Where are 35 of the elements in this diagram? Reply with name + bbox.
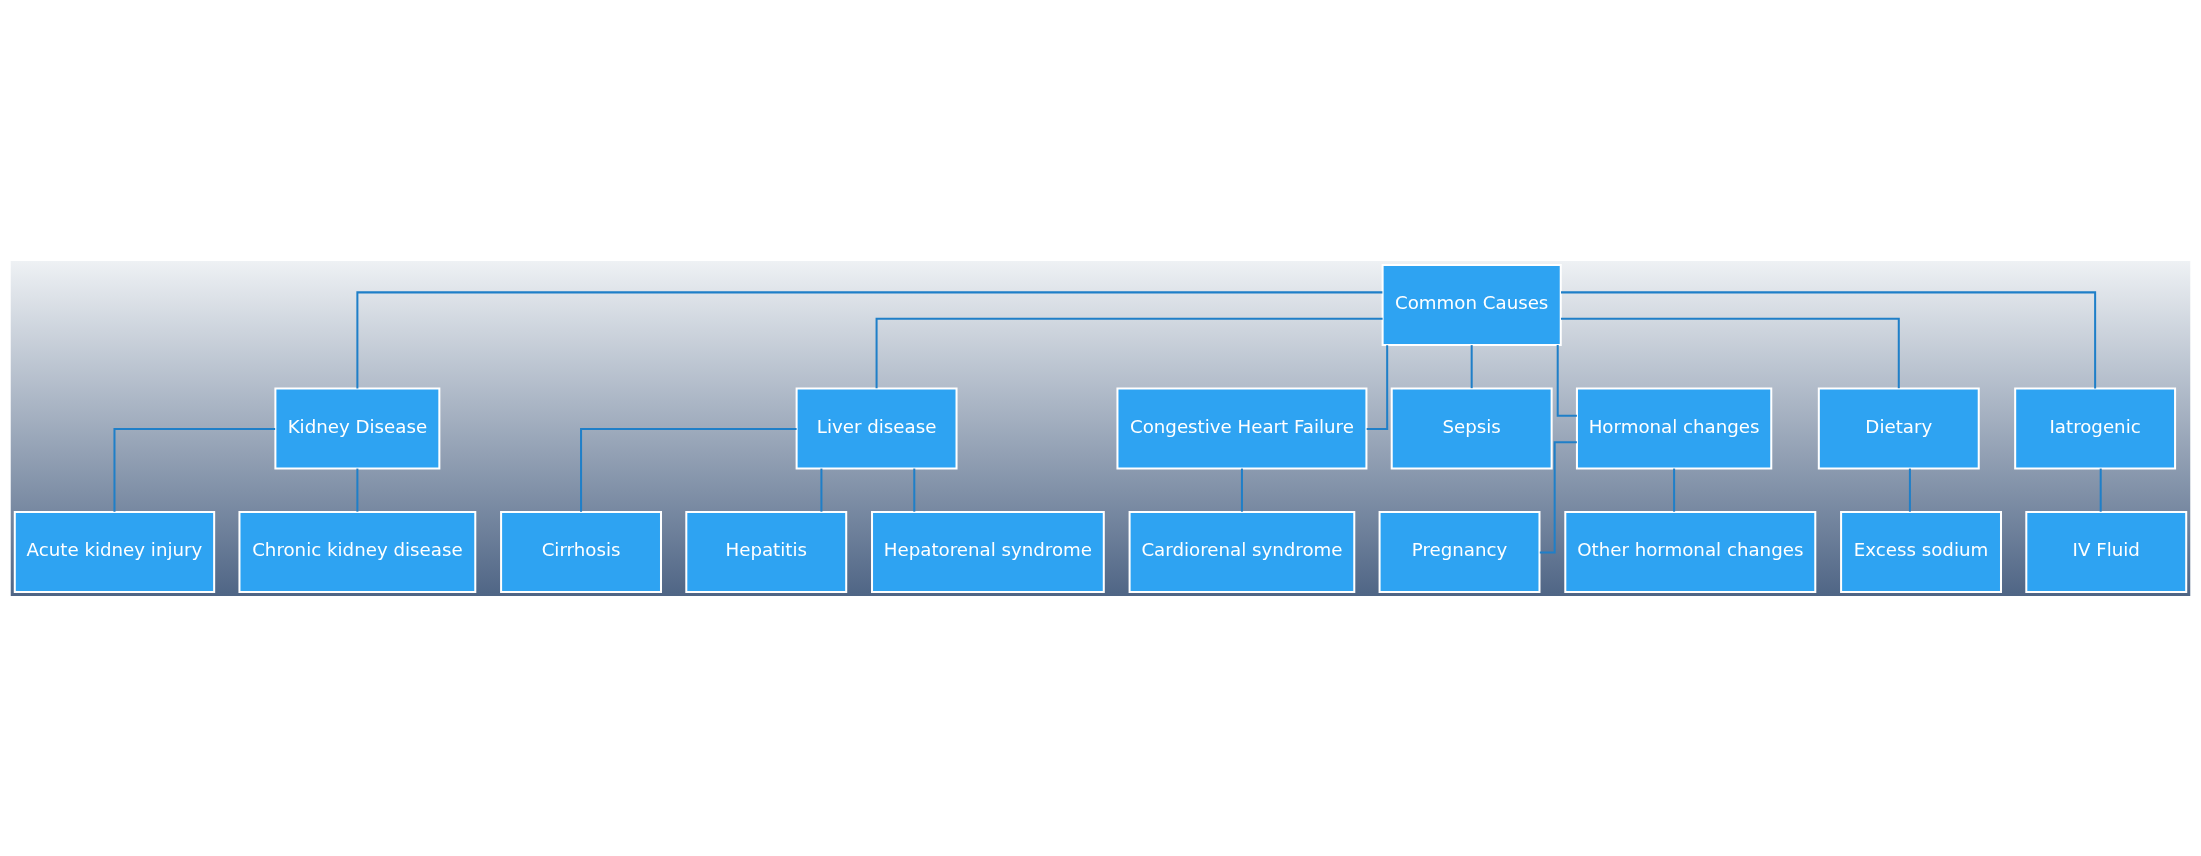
connector: [113, 427, 276, 512]
connector: [1470, 344, 1473, 388]
node-box: Hormonal changes: [1575, 387, 1773, 469]
node-box: Excess sodium: [1840, 510, 2002, 593]
node-box: Other hormonal changes: [1564, 510, 1817, 593]
connector: [2099, 468, 2102, 512]
node-box: Cirrhosis: [500, 510, 662, 593]
node-box: Acute kidney injury: [13, 510, 216, 593]
node-box: IV Fluid: [2025, 510, 2188, 593]
node-box: Hepatorenal syndrome: [871, 510, 1105, 593]
node-box: Congestive Heart Failure: [1116, 387, 1368, 469]
connector: [1673, 468, 1676, 512]
node-box: Pregnancy: [1378, 510, 1541, 593]
connector: [1556, 344, 1577, 417]
connector: [1366, 344, 1389, 430]
node-box: Chronic kidney disease: [238, 510, 477, 593]
node-box: Sepsis: [1390, 387, 1553, 469]
node-box: Common Causes: [1381, 263, 1562, 346]
connector: [1539, 440, 1577, 553]
node-box: Dietary: [1817, 387, 1980, 469]
node-box: Kidney Disease: [274, 387, 441, 469]
node-box: Iatrogenic: [2014, 387, 2177, 469]
connector: [820, 468, 823, 512]
connector: [875, 317, 1383, 388]
connector: [580, 427, 797, 512]
connector: [356, 468, 359, 512]
connector: [1240, 468, 1243, 512]
connector: [1908, 468, 1911, 512]
connector: [356, 290, 1383, 388]
node-box: Hepatitis: [685, 510, 848, 593]
connector: [1560, 317, 1900, 388]
connector: [913, 468, 916, 512]
node-box: Liver disease: [795, 387, 958, 469]
connector: [1561, 290, 2097, 388]
node-box: Cardiorenal syndrome: [1128, 510, 1356, 593]
